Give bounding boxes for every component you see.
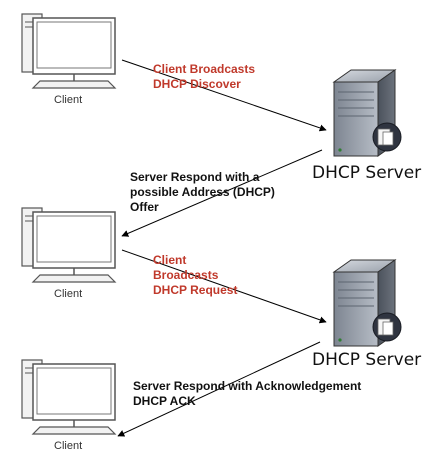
message-discover: Client Broadcasts DHCP Discover (153, 62, 256, 91)
monitor-icon (32, 363, 116, 427)
keyboard-icon (31, 426, 117, 435)
server-2 (332, 259, 402, 347)
monitor-icon (32, 17, 116, 81)
server-label-2: DHCP Server (312, 350, 422, 370)
client-label-3: Client (54, 440, 83, 452)
message-offer: Server Respond with a possible Address (… (130, 170, 275, 214)
server-1 (332, 69, 402, 157)
ack-arrow (117, 341, 321, 437)
keyboard-icon (31, 80, 117, 89)
certificate-badge-icon (372, 122, 402, 152)
client-computer-3 (21, 359, 117, 435)
discover-arrow (121, 59, 327, 132)
message-request: Client Broadcasts DHCP Request (153, 253, 238, 297)
certificate-badge-icon (372, 312, 402, 342)
client-label-1: Client (54, 94, 83, 106)
message-ack: Server Respond with Acknowledgement DHCP… (133, 379, 362, 408)
keyboard-icon (31, 274, 117, 283)
client-computer-1 (21, 13, 117, 89)
server-label-1: DHCP Server (312, 163, 422, 183)
client-label-2: Client (54, 288, 83, 300)
offer-arrow (121, 149, 323, 237)
client-computer-2 (21, 207, 117, 283)
request-arrow (121, 249, 327, 324)
monitor-icon (32, 211, 116, 275)
